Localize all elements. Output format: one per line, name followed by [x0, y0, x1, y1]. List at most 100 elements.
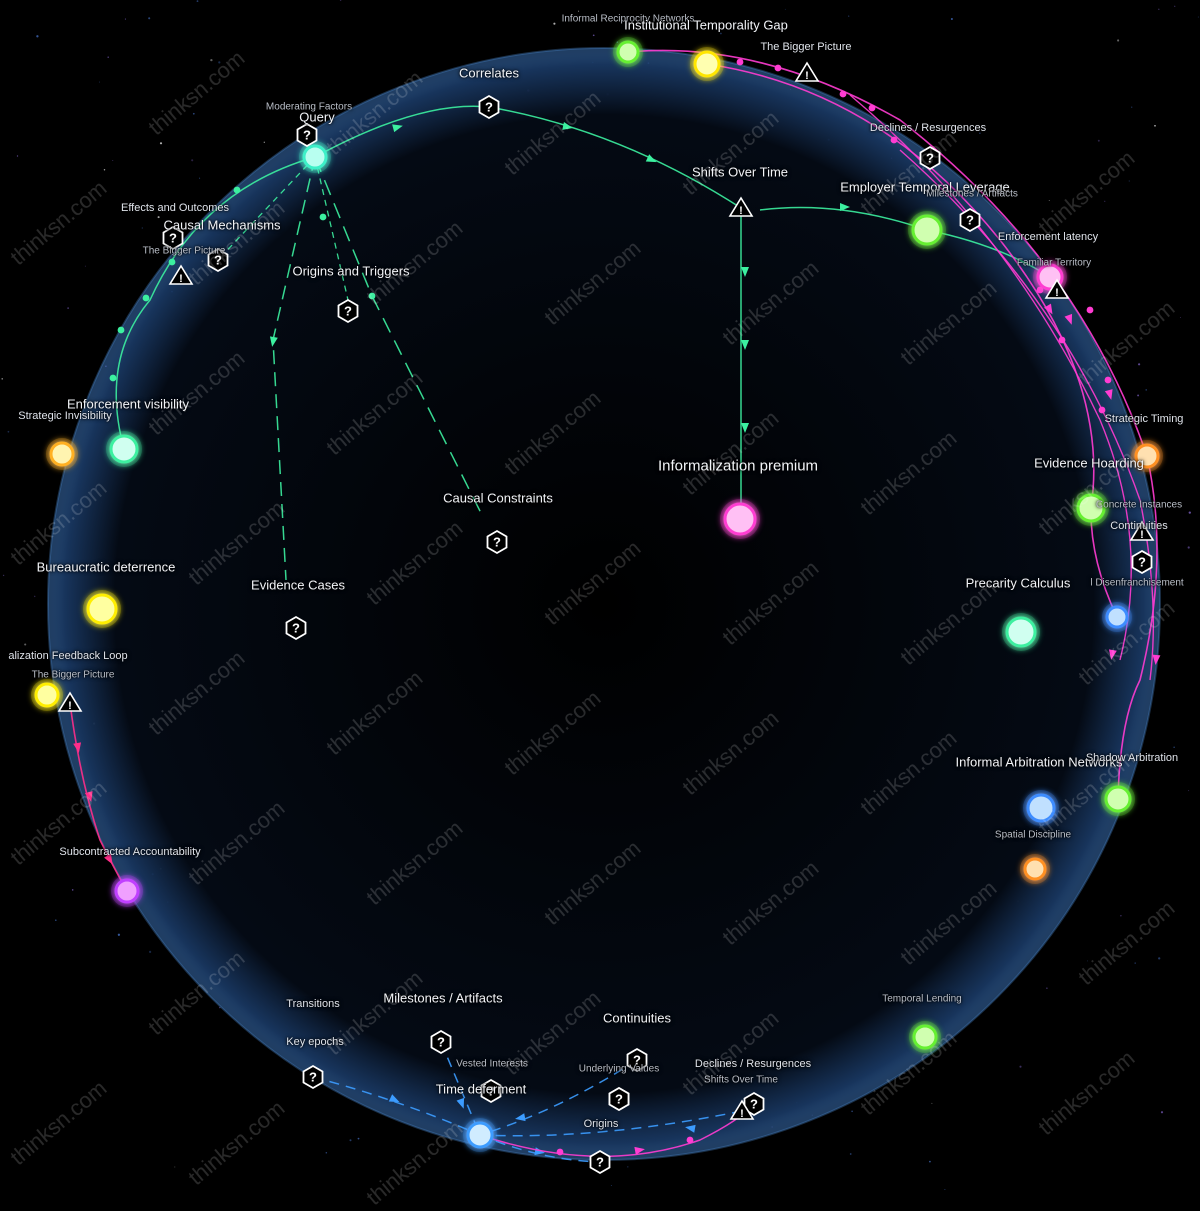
warning-icon-shifts-over-time-b[interactable]: !: [729, 1099, 755, 1120]
star: [1187, 546, 1190, 549]
warning-icon-bigger-picture-left[interactable]: !: [168, 264, 194, 285]
node-informal-arbitration[interactable]: [1023, 790, 1059, 826]
edge-arrow: [73, 742, 82, 753]
warning-icon-shifts-over-time[interactable]: !: [728, 196, 754, 217]
node-circle[interactable]: [466, 1121, 494, 1149]
node-subcontracted-accountability[interactable]: [111, 875, 143, 907]
star: [157, 216, 160, 219]
question-glyph: ?: [309, 1070, 317, 1085]
edge-arrow: [456, 1097, 465, 1109]
node-shadow-arbitration[interactable]: [1101, 782, 1135, 816]
question-hex-icon-continuities[interactable]: ?: [626, 1047, 648, 1073]
edge-arrow: [392, 124, 403, 133]
node-circle[interactable]: [1005, 616, 1037, 648]
star: [1173, 746, 1175, 748]
edge-dot: [319, 213, 327, 221]
node-spatial-discipline[interactable]: [1020, 854, 1050, 884]
warning-icon-bigger-picture-bl[interactable]: !: [57, 691, 83, 712]
node-institutional-gap[interactable]: [690, 47, 724, 81]
edge-right-arc-4: [899, 149, 1155, 681]
star: [1097, 139, 1100, 142]
edge-arrow: [1108, 649, 1117, 660]
question-hex-icon-causal-constraints[interactable]: ?: [486, 529, 508, 555]
question-hex-icon-moderating-factors[interactable]: ?: [296, 122, 318, 148]
star: [1, 378, 3, 380]
edge-query-origins: [314, 156, 349, 301]
edge-arrow: [104, 853, 113, 865]
star: [1046, 987, 1048, 989]
node-informalization-premium[interactable]: [720, 499, 760, 539]
node-circle[interactable]: [912, 1024, 938, 1050]
node-circle[interactable]: [911, 214, 943, 246]
node-feedback-loop[interactable]: [31, 679, 63, 711]
question-hex-icon-declines-resurgences-top[interactable]: ?: [919, 145, 941, 171]
node-circle[interactable]: [86, 593, 118, 625]
question-hex-icon-correlates[interactable]: ?: [478, 94, 500, 120]
node-circle[interactable]: [1076, 493, 1106, 523]
node-circle[interactable]: [616, 40, 640, 64]
question-glyph: ?: [926, 151, 934, 166]
node-circle[interactable]: [34, 682, 60, 708]
question-hex-icon-effects-outcomes[interactable]: ?: [162, 225, 184, 251]
edge-dot: [168, 258, 176, 266]
hexagon-shape: [743, 1091, 765, 1117]
edge-deferment-origins: [479, 1134, 601, 1163]
node-strategic-timing[interactable]: [1131, 440, 1163, 472]
question-hex-icon-origins[interactable]: ?: [589, 1149, 611, 1175]
node-circle[interactable]: [1104, 785, 1132, 813]
node-circle[interactable]: [1023, 857, 1047, 881]
question-hex-icon-milestones-artifacts-top[interactable]: ?: [959, 207, 981, 233]
question-hex-icon-causal-mechanisms[interactable]: ?: [207, 247, 229, 273]
edge-dot: [109, 374, 117, 382]
question-glyph: ?: [966, 213, 974, 228]
star: [71, 889, 74, 891]
node-informal-reciprocity[interactable]: [613, 37, 643, 67]
node-circle[interactable]: [114, 878, 140, 904]
node-circle[interactable]: [723, 502, 757, 536]
star: [141, 227, 143, 229]
question-hex-icon-declines-resurgences[interactable]: ?: [743, 1091, 765, 1117]
node-query[interactable]: [299, 141, 331, 173]
node-enforcement-visibility[interactable]: [106, 431, 142, 467]
node-time-deferment[interactable]: [463, 1118, 497, 1152]
node-legal-disenfranchisement[interactable]: [1102, 602, 1132, 632]
star: [1128, 180, 1130, 182]
question-hex-icon-continuities-right[interactable]: ?: [1131, 549, 1153, 575]
node-employer-leverage[interactable]: [908, 211, 946, 249]
star: [148, 17, 151, 20]
star: [84, 265, 86, 267]
warning-icon-bigger-picture-top[interactable]: !: [794, 61, 820, 82]
warning-icon-concrete-instances[interactable]: !: [1129, 520, 1155, 541]
node-precarity-calculus[interactable]: [1002, 613, 1040, 651]
star: [1104, 200, 1106, 202]
node-circle[interactable]: [302, 144, 328, 170]
hexagon-shape: [478, 94, 500, 120]
question-hex-icon-key-epochs[interactable]: ?: [302, 1064, 324, 1090]
node-strategic-invisibility[interactable]: [46, 438, 78, 470]
node-evidence-hoarding[interactable]: [1073, 490, 1109, 526]
node-bureaucratic-deterrence[interactable]: [83, 590, 121, 628]
warning-icon-familiar-territory[interactable]: !: [1044, 278, 1070, 299]
star: [1131, 106, 1133, 108]
node-temporal-lending[interactable]: [909, 1021, 941, 1053]
node-circle[interactable]: [1134, 443, 1160, 469]
edge-dot: [1058, 336, 1066, 344]
question-hex-icon-milestones-artifacts[interactable]: ?: [430, 1029, 452, 1055]
node-circle[interactable]: [109, 434, 139, 464]
node-circle[interactable]: [49, 441, 75, 467]
question-hex-icon-evidence-cases[interactable]: ?: [285, 615, 307, 641]
node-circle[interactable]: [1105, 605, 1129, 629]
star: [196, 0, 199, 2]
question-glyph: ?: [169, 231, 177, 246]
question-hex-icon-vested-interests[interactable]: ?: [480, 1078, 502, 1104]
edge-dot: [686, 1136, 694, 1144]
question-hex-icon-origins-triggers[interactable]: ?: [337, 298, 359, 324]
question-hex-icon-origins-q2[interactable]: ?: [608, 1086, 630, 1112]
node-circle[interactable]: [693, 50, 721, 78]
edge-query-mechanisms: [217, 156, 316, 261]
node-circle[interactable]: [1026, 793, 1056, 823]
edge-continuities-deferment: [479, 1059, 638, 1136]
triangle-shape: [728, 196, 754, 217]
star: [931, 1102, 933, 1104]
